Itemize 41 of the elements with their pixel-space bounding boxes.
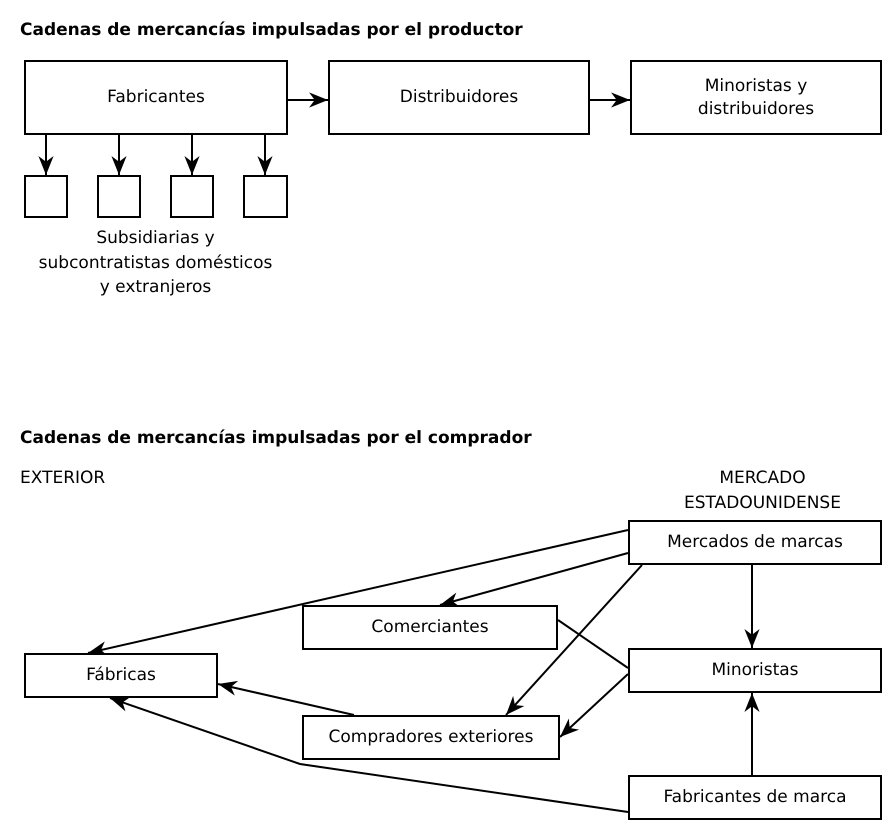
box-label: Fabricantes de marca: [663, 786, 847, 809]
process-box: [302, 605, 558, 650]
box-label: Minoristas: [711, 659, 799, 682]
arrowhead: [288, 92, 328, 108]
box-label: Comerciantes: [371, 616, 489, 639]
arrow: [505, 564, 643, 716]
empty-box: [97, 175, 141, 218]
process-box: [628, 775, 882, 820]
group-caption: Subsidiarias y subcontratistas domésticos y extranjeros: [38, 227, 274, 300]
arrow: [744, 693, 760, 775]
process-box: [630, 60, 882, 135]
process-box: [628, 648, 882, 693]
box-label: Fabricantes: [107, 86, 205, 109]
section-heading: Cadenas de mercancías impulsadas por el productor: [20, 20, 523, 40]
box-label: Distribuidores: [400, 86, 518, 109]
empty-box: [24, 175, 68, 218]
region-label: MERCADO ESTADOUNIDENSE: [683, 467, 842, 515]
arrowhead: [184, 135, 200, 175]
box-label: Fábricas: [86, 664, 156, 687]
empty-box: [243, 175, 288, 218]
connector-line: [557, 619, 629, 669]
box-label: Mercados de marcas: [667, 531, 843, 554]
arrow: [218, 680, 354, 716]
arrowhead: [38, 135, 54, 175]
process-box: [24, 653, 218, 698]
box-label: Compradores exteriores: [328, 726, 534, 749]
section-heading: Cadenas de mercancías impulsadas por el comprador: [20, 428, 533, 448]
process-box: [302, 715, 560, 760]
empty-box: [170, 175, 214, 218]
arrow: [110, 697, 628, 813]
region-label: EXTERIOR: [20, 467, 106, 490]
arrow: [440, 552, 628, 608]
arrowhead: [590, 92, 630, 108]
arrow: [559, 673, 629, 738]
process-box: [628, 520, 882, 565]
arrow: [744, 565, 760, 648]
process-box: [24, 60, 288, 135]
arrowhead: [111, 135, 127, 175]
arrowhead: [257, 135, 273, 175]
box-label: Minoristas y distribuidores: [696, 75, 816, 120]
process-box: [328, 60, 590, 135]
